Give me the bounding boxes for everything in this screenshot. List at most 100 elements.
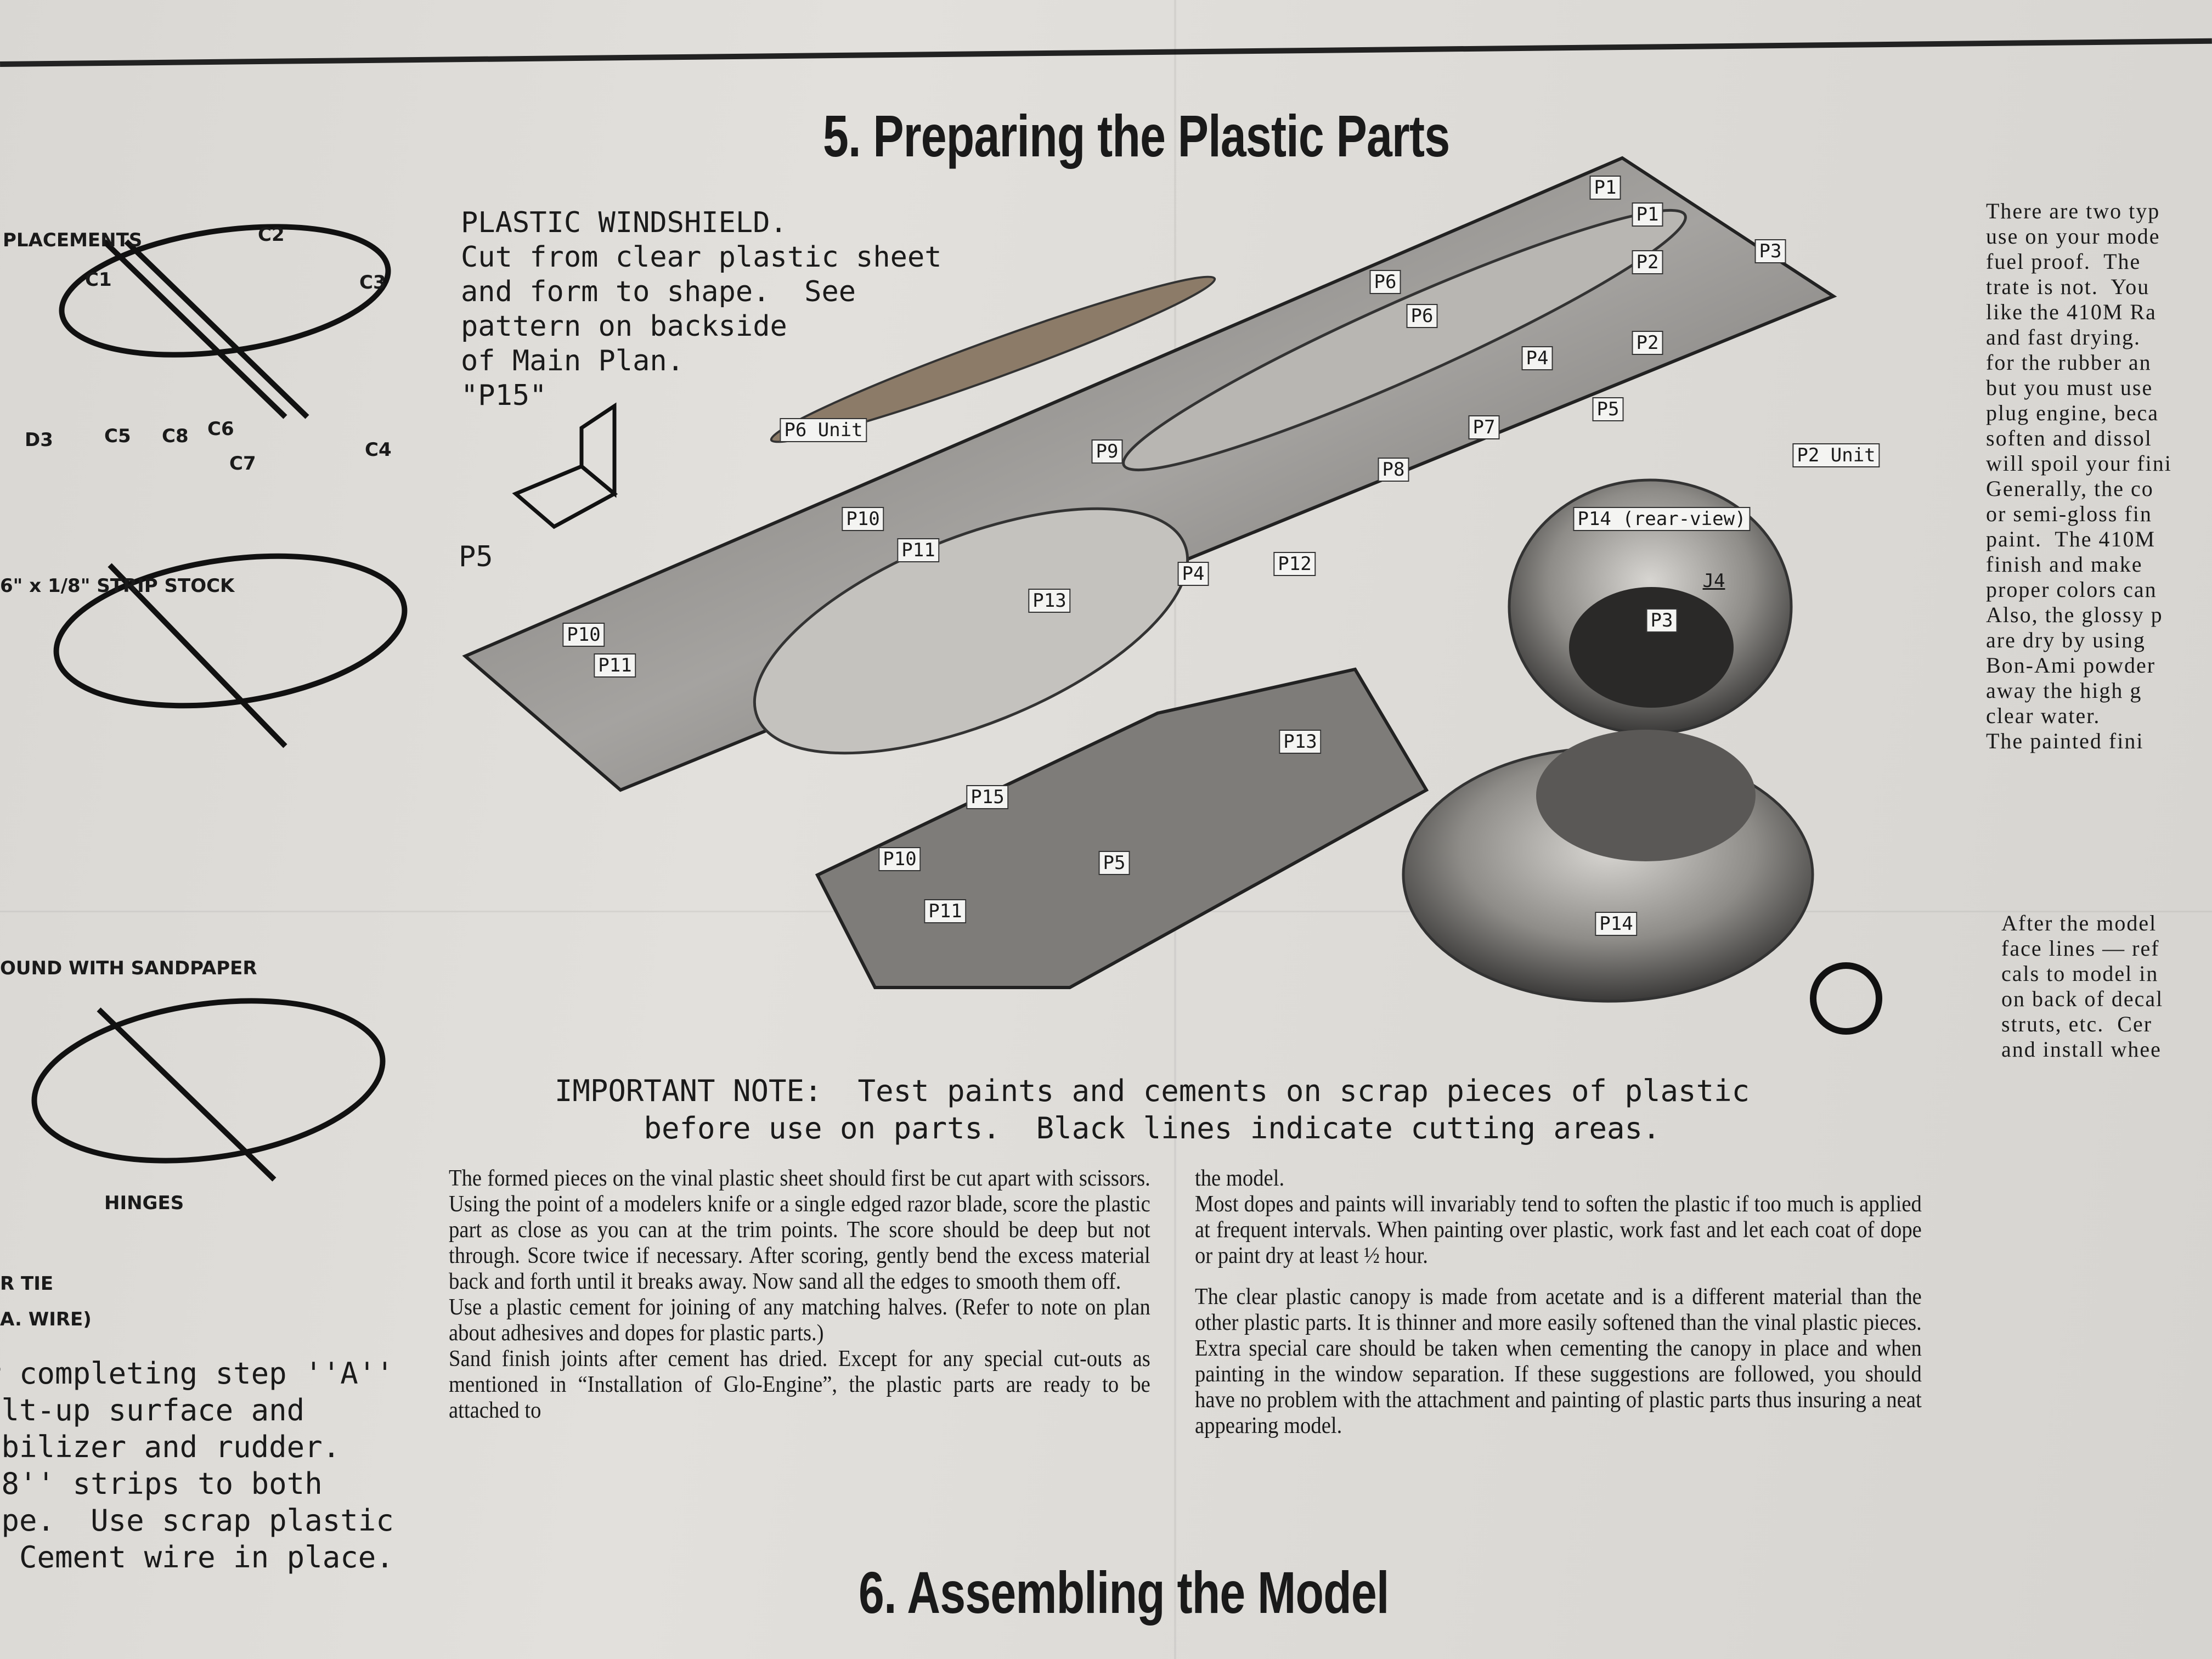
text-line: abilizer and rudder. <box>0 1430 341 1464</box>
part-label: P8 <box>1378 458 1409 482</box>
part-label: P2 <box>1632 250 1663 274</box>
part-label: P3 <box>1754 239 1786 263</box>
text-line: use on your mode <box>1986 224 2160 249</box>
text-line: cals to model in <box>2001 961 2159 986</box>
label-c5: C5 <box>104 425 131 447</box>
label-c8: C8 <box>162 425 189 447</box>
part-label: P10 <box>562 623 605 647</box>
label-c7: C7 <box>229 453 256 475</box>
paragraph: Sand finish joints after cement has drie… <box>449 1346 1150 1423</box>
text-line: and fast drying. <box>1986 325 2141 349</box>
text-line: /8'' strips to both <box>0 1466 323 1501</box>
text-line: ape. Use scrap plastic <box>0 1503 394 1538</box>
left-column-instructions: r completing step ''A'' ilt-up surface a… <box>0 1355 394 1576</box>
part-label: P5 <box>1098 851 1130 875</box>
instructions-left-column: The formed pieces on the vinal plastic s… <box>449 1166 1150 1424</box>
part-label: P10 <box>842 507 884 531</box>
instructions-right-column: the model. Most dopes and paints will in… <box>1195 1166 1922 1439</box>
label-c6: C6 <box>207 418 234 440</box>
label-sandpaper: OUND WITH SANDPAPER <box>0 957 257 979</box>
label-hinges: HINGES <box>104 1192 184 1214</box>
text-line: PLASTIC WINDSHIELD. <box>461 206 787 239</box>
text-line: After the model <box>2001 911 2157 935</box>
windshield-note: PLASTIC WINDSHIELD. Cut from clear plast… <box>461 206 942 413</box>
paragraph: Most dopes and paints will invariably te… <box>1195 1192 1922 1268</box>
text-line: fuel proof. The <box>1986 249 2141 274</box>
label-strip-stock: 6" x 1/8" STRIP STOCK <box>0 575 235 597</box>
text-line: proper colors can <box>1986 577 2157 602</box>
stamp-mark <box>1810 962 1882 1035</box>
label-placements: PLACEMENTS <box>3 229 143 251</box>
part-label: P11 <box>897 538 940 562</box>
part-label: P13 <box>1279 730 1322 754</box>
section-5-title: 5. Preparing the Plastic Parts <box>823 103 1450 169</box>
text-line: IMPORTANT NOTE: Test paints and cements … <box>554 1074 1750 1108</box>
part-label: J4 <box>1702 570 1725 592</box>
section-6-title: 6. Assembling the Model <box>859 1559 1389 1626</box>
text-line: ilt-up surface and <box>0 1393 305 1427</box>
text-line: on back of decal <box>2001 986 2164 1011</box>
part-label: P6 <box>1369 270 1401 294</box>
important-note: IMPORTANT NOTE: Test paints and cements … <box>494 1073 1810 1147</box>
part-label: P1 <box>1632 202 1663 227</box>
text-line: Cut from clear plastic sheet <box>461 241 942 274</box>
label-c4: C4 <box>365 439 392 461</box>
propeller-drawing <box>770 275 1216 443</box>
part-label: P6 Unit <box>780 418 867 442</box>
text-line: Cement wire in place. <box>0 1540 394 1575</box>
part-label: P12 <box>1273 552 1316 576</box>
text-line: Also, the glossy p <box>1986 602 2163 627</box>
part-label: P5 <box>1592 397 1624 421</box>
paragraph: The clear plastic canopy is made from ac… <box>1195 1284 1922 1438</box>
decal-info-column: After the model face lines — ref cals to… <box>2001 911 2163 1062</box>
label-c3: C3 <box>359 272 386 294</box>
label-tie: R TIE <box>0 1273 54 1295</box>
text-line: and form to shape. See <box>461 275 856 308</box>
text-line: for the rubber an <box>1986 350 2152 375</box>
text-line: of Main Plan. <box>461 345 684 377</box>
text-line: r completing step ''A'' <box>0 1356 394 1391</box>
text-line: "P15" <box>461 379 547 412</box>
text-line: pattern on backside <box>461 310 787 343</box>
part-label: P11 <box>594 653 636 678</box>
text-line: or semi-gloss fin <box>1986 501 2152 526</box>
text-line: paint. The 410M <box>1986 527 2156 551</box>
windshield-p5-label: P5 <box>459 540 493 573</box>
paint-info-column: There are two typ use on your mode fuel … <box>1986 199 2172 754</box>
text-line: clear water. <box>1986 703 2101 728</box>
text-line: finish and make <box>1986 552 2143 577</box>
label-c2: C2 <box>258 224 285 246</box>
text-line: trate is not. You <box>1986 274 2150 299</box>
part-label: P14 <box>1595 912 1638 936</box>
paragraph: the model. <box>1195 1166 1285 1191</box>
text-line: There are two typ <box>1986 199 2160 223</box>
part-label: P11 <box>924 899 967 923</box>
part-label: P9 <box>1091 439 1123 464</box>
paragraph: Use a plastic cement for joining of any … <box>449 1295 1150 1346</box>
label-d3: D3 <box>25 429 53 451</box>
text-line: The painted fini <box>1986 729 2144 753</box>
part-label: P15 <box>966 785 1009 809</box>
part-label: P1 <box>1589 176 1621 200</box>
part-label: P3 <box>1646 608 1678 633</box>
part-label: P7 <box>1468 415 1500 439</box>
text-line: plug engine, beca <box>1986 400 2159 425</box>
part-label: P2 Unit <box>1792 443 1880 467</box>
text-line: but you must use <box>1986 375 2153 400</box>
part-label: P13 <box>1028 589 1071 613</box>
part-label: P6 <box>1406 304 1438 328</box>
part-label: P14 (rear-view) <box>1573 507 1751 531</box>
part-label: P4 <box>1521 346 1553 370</box>
text-line: are dry by using <box>1986 628 2146 652</box>
windshield-sketch <box>512 402 618 529</box>
paragraph: The formed pieces on the vinal plastic s… <box>449 1166 1150 1294</box>
fuselage-half-drawing <box>815 667 1429 989</box>
text-line: like the 410M Ra <box>1986 300 2157 324</box>
part-label: P10 <box>878 847 921 871</box>
label-wire: A. WIRE) <box>0 1308 92 1330</box>
label-c1: C1 <box>85 269 112 291</box>
stabilizer-rib-drawing <box>31 224 408 1182</box>
text-line: away the high g <box>1986 678 2142 703</box>
text-line: Generally, the co <box>1986 476 2154 501</box>
